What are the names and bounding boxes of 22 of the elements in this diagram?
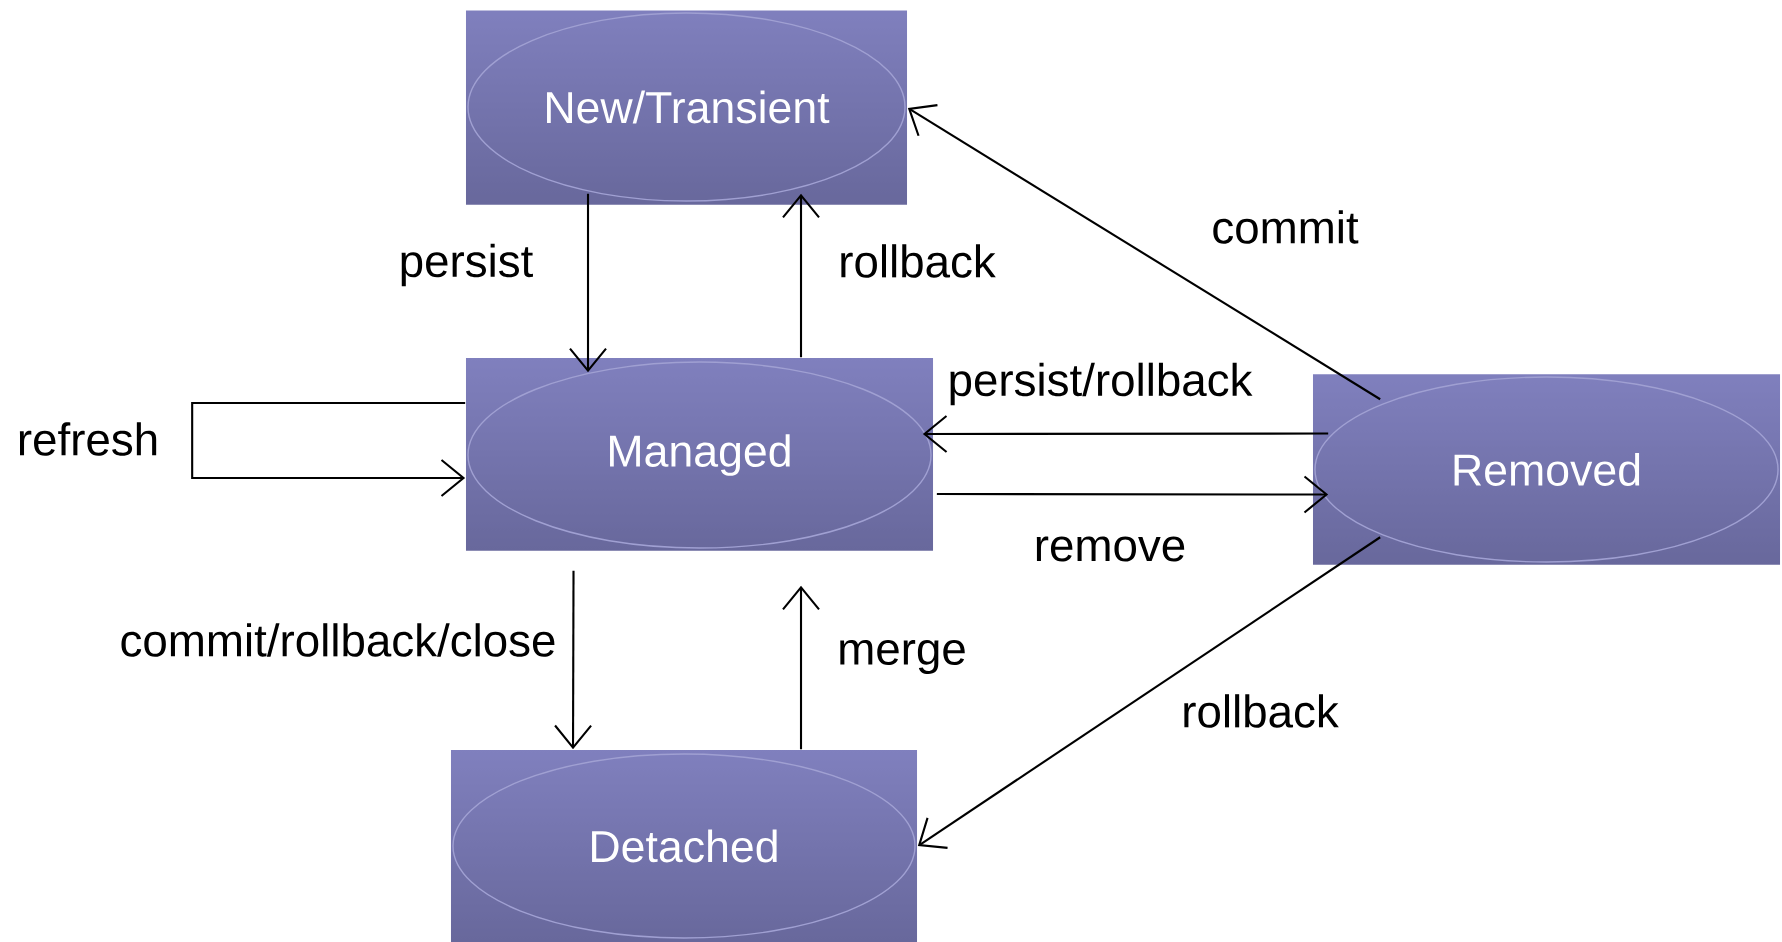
- arrow: [569, 193, 607, 373]
- arrow: [917, 536, 1381, 849]
- edge-label: commit: [1213, 210, 1359, 244]
- arrow: [554, 570, 592, 750]
- edge-label: commit/rollback/close: [121, 623, 555, 657]
- state-box: New/Transient: [467, 12, 906, 202]
- state-box: Removed: [1314, 376, 1779, 563]
- arrow: [907, 104, 1381, 401]
- edge-label: persist/rollback: [950, 362, 1253, 406]
- edge-label: merge: [840, 639, 965, 675]
- arrow: [922, 415, 1329, 453]
- edge-label: refresh: [19, 422, 157, 456]
- edge-label: persist: [401, 243, 533, 287]
- arrow: [782, 585, 820, 750]
- arrow: [782, 193, 820, 358]
- state-box: Detached: [452, 753, 916, 939]
- state-box: Managed: [467, 361, 932, 549]
- arrow: [936, 475, 1329, 514]
- arrow: [191, 401, 466, 497]
- edge-label: remove: [1036, 536, 1185, 562]
- edge-label: rollback: [841, 244, 996, 278]
- edge-label: rollback: [1184, 694, 1339, 728]
